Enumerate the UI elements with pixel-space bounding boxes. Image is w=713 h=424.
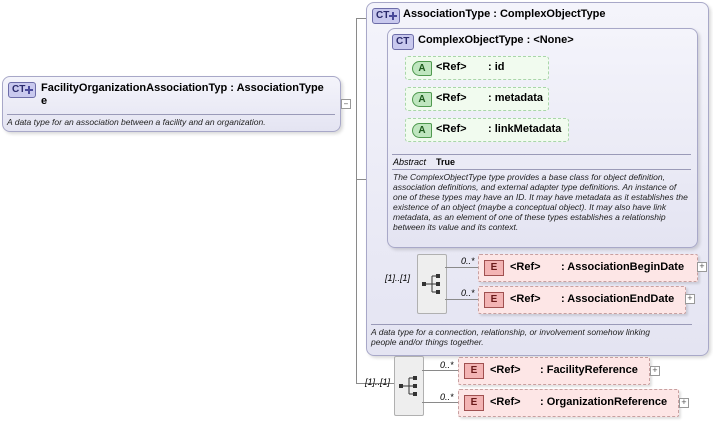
facility-type-description: A data type for an association between a… xyxy=(7,117,266,127)
sequence-icon[interactable] xyxy=(394,356,424,416)
sequence-glyph xyxy=(399,376,417,396)
element-icon: E xyxy=(484,260,504,276)
attribute-metadata[interactable]: A <Ref> : metadata xyxy=(405,87,549,111)
element-icon: E xyxy=(464,363,484,379)
divider xyxy=(371,324,692,325)
expand-icon[interactable]: + xyxy=(697,262,707,272)
element-occurrence: 0..* xyxy=(461,256,475,266)
element-association-end-date[interactable]: E <Ref> : AssociationEndDate xyxy=(478,286,686,314)
abstract-value: True xyxy=(436,157,456,167)
expand-icon[interactable]: + xyxy=(679,398,689,408)
divider xyxy=(7,114,335,115)
sequence-icon[interactable] xyxy=(417,254,447,314)
sequence-occurrence: [1]..[1] xyxy=(385,273,411,283)
connector-line xyxy=(356,18,357,383)
complex-object-type-title: ComplexObjectType : <None> xyxy=(418,34,574,46)
facility-type-name: FacilityOrganizationAssociationTyp : Ass… xyxy=(41,82,324,94)
element-icon: E xyxy=(484,292,504,308)
connector-line xyxy=(422,370,458,371)
expand-icon[interactable]: + xyxy=(650,366,660,376)
abstract-label: Abstract xyxy=(393,157,427,167)
connector-line xyxy=(445,267,478,268)
connector-line xyxy=(356,179,366,180)
element-occurrence: 0..* xyxy=(440,392,454,402)
element-icon: E xyxy=(464,395,484,411)
ct-icon: CT xyxy=(8,82,36,98)
attribute-icon: A xyxy=(412,92,432,107)
ct-badge-label: CT xyxy=(12,84,26,95)
divider xyxy=(392,169,691,170)
attribute-id[interactable]: A <Ref> : id xyxy=(405,56,549,80)
connector-line xyxy=(356,18,366,19)
connector-line xyxy=(356,383,394,384)
facility-type-name-wrap: e xyxy=(41,95,48,107)
ct-icon: CT xyxy=(372,8,400,24)
expand-icon[interactable]: + xyxy=(685,294,695,304)
divider xyxy=(392,154,691,155)
complex-object-type-description: The ComplexObjectType type provides a ba… xyxy=(393,172,688,232)
attribute-icon: A xyxy=(412,61,432,76)
connector-line xyxy=(422,402,458,403)
element-occurrence: 0..* xyxy=(461,288,475,298)
ct-icon: CT xyxy=(392,34,414,50)
element-facility-reference[interactable]: E <Ref> : FacilityReference xyxy=(458,357,650,385)
association-type-box[interactable]: CT AssociationType : ComplexObjectType C… xyxy=(366,2,709,356)
connector-line xyxy=(445,299,478,300)
complex-object-type-box[interactable]: CT ComplexObjectType : <None> A <Ref> : … xyxy=(387,28,698,248)
sequence-occurrence: [1]..[1] xyxy=(365,377,391,387)
association-type-title: AssociationType : ComplexObjectType xyxy=(403,8,606,20)
element-occurrence: 0..* xyxy=(440,360,454,370)
sequence-glyph xyxy=(422,274,440,294)
element-association-begin-date[interactable]: E <Ref> : AssociationBeginDate xyxy=(478,254,698,282)
association-type-description: A data type for a connection, relationsh… xyxy=(371,327,650,347)
collapse-icon[interactable]: – xyxy=(341,99,351,109)
facility-type-box[interactable]: CT FacilityOrganizationAssociationTyp : … xyxy=(2,76,341,132)
element-organization-reference[interactable]: E <Ref> : OrganizationReference xyxy=(458,389,679,417)
attribute-linkmetadata[interactable]: A <Ref> : linkMetadata xyxy=(405,118,569,142)
attribute-icon: A xyxy=(412,123,432,138)
